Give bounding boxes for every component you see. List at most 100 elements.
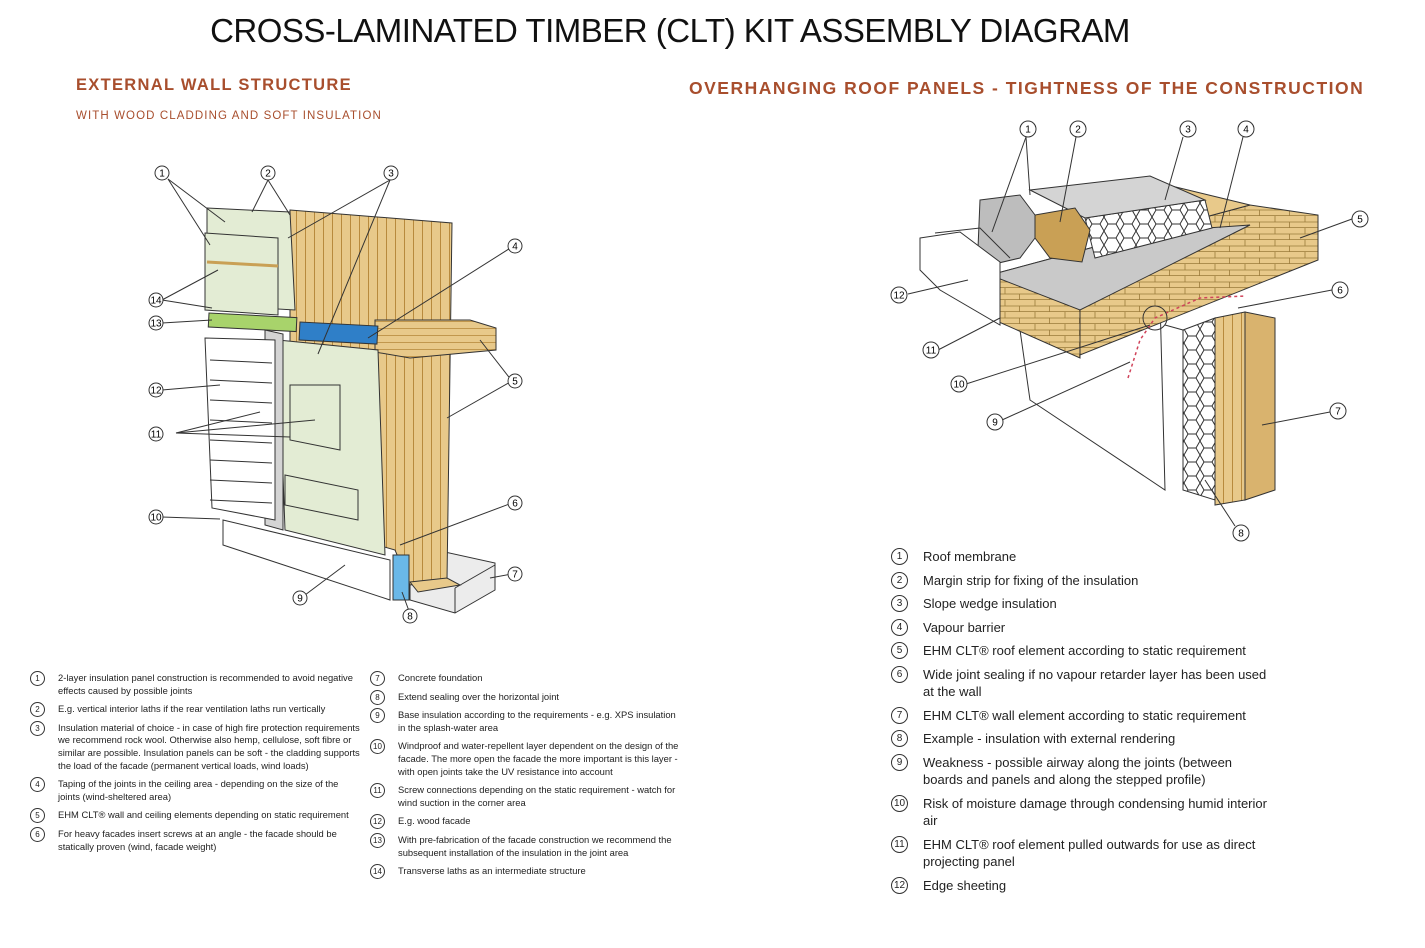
legend-num: 4	[30, 777, 45, 793]
callout-left-11: 11	[148, 426, 164, 442]
joint-seal	[392, 554, 410, 601]
legend-num: 1	[30, 671, 45, 686]
callout-left-7: 7	[507, 566, 523, 582]
legend-num: 8	[891, 730, 908, 747]
right-section-heading: OVERHANGING ROOF PANELS - TIGHTNESS OF T…	[689, 78, 1365, 98]
right-legend-item-3: 3 Slope wedge insulation	[890, 595, 1275, 613]
legend-text: Concrete foundation	[398, 672, 483, 683]
page-title: CROSS-LAMINATED TIMBER (CLT) KIT ASSEMBL…	[210, 12, 1130, 49]
legend-text: Insulation material of choice - in case …	[58, 721, 360, 771]
legend-num: 5	[30, 808, 45, 824]
legend-text: EHM CLT® roof element according to stati…	[923, 643, 1246, 658]
legend-num: 12	[370, 814, 385, 830]
callout-right-6: 6	[1331, 281, 1349, 299]
svg-text:7: 7	[1335, 407, 1341, 418]
legend-text: For heavy facades insert screws at an an…	[58, 827, 337, 852]
left-section-subheading: WITH WOOD CLADDING AND SOFT INSULATION	[76, 110, 382, 122]
svg-text:13: 13	[150, 319, 162, 330]
svg-text:2: 2	[265, 169, 271, 180]
legend-num: 10	[891, 794, 908, 812]
legend-item-5: 5 EHM CLT® wall and ceiling elements depe…	[30, 808, 360, 824]
svg-text:11: 11	[926, 346, 937, 357]
svg-text:6: 6	[1337, 286, 1343, 297]
svg-text:2: 2	[1075, 125, 1081, 136]
legend-num: 13	[370, 832, 385, 848]
svg-text:12: 12	[893, 291, 905, 302]
callout-left-1: 1	[154, 165, 170, 181]
callout-left-8: 8	[402, 608, 418, 624]
legend-num: 9	[891, 753, 908, 771]
right-legend-item-8: 8 Example - insulation with external rend…	[890, 730, 1275, 748]
callout-right-2: 2	[1069, 120, 1087, 138]
legend-num: 6	[30, 826, 45, 842]
detail-circle	[1142, 305, 1168, 331]
legend-num: 11	[370, 783, 385, 799]
legend-num: 2	[891, 571, 908, 589]
svg-text:5: 5	[512, 377, 518, 388]
legend-text: E.g. wood facade	[398, 815, 471, 827]
svg-text:6: 6	[512, 499, 518, 510]
callout-right-10: 10	[950, 375, 968, 393]
callout-left-4: 4	[507, 238, 523, 254]
legend-text: E.g. vertical interior laths if the rear…	[58, 703, 326, 715]
legend-text: EHM CLT® roof element pulled outwards fo…	[923, 836, 1256, 870]
left-callouts: 1 2 3 4 5 6 7 8 9 10 11 12 13 14	[148, 165, 523, 624]
legend-text: Margin strip for fixing of the insulatio…	[923, 572, 1139, 588]
callout-right-7: 7	[1329, 402, 1347, 420]
svg-text:4: 4	[1243, 125, 1249, 136]
legend-text: EHM CLT® wall and ceiling elements depen…	[58, 809, 349, 821]
callout-right-8: 8	[1232, 524, 1250, 542]
transverse-lath	[207, 312, 298, 333]
svg-text:7: 7	[512, 570, 518, 581]
callout-left-13: 13	[148, 315, 164, 331]
legend-num: 3	[891, 595, 908, 612]
legend-text: Example - insulation with external rende…	[923, 731, 1176, 746]
legend-text: Weakness - possible airway along the joi…	[923, 754, 1233, 788]
legend-num: 12	[891, 876, 908, 894]
right-legend-item-1: 1 Roof membrane	[890, 548, 1275, 566]
svg-text:1: 1	[1025, 125, 1031, 136]
callout-left-6: 6	[507, 495, 523, 511]
legend-item-6: 6 For heavy facades insert screws at an a…	[30, 826, 360, 853]
callout-left-14: 14	[148, 292, 164, 308]
legend-item-12: 12 E.g. wood facade	[370, 814, 680, 830]
legend-num: 5	[891, 642, 908, 659]
roof-membrane-top	[1028, 175, 1207, 219]
svg-text:9: 9	[992, 418, 998, 429]
callout-right-5: 5	[1351, 210, 1369, 228]
legend-num: 2	[30, 702, 45, 718]
callout-left-2: 2	[260, 165, 276, 181]
joint-tape	[298, 321, 379, 345]
legend-text: Roof membrane	[923, 549, 1017, 564]
legend-text: Windproof and water-repellent layer depe…	[398, 740, 679, 777]
legend-num: 1	[891, 548, 908, 565]
svg-text:3: 3	[388, 169, 394, 180]
edge-sheeting	[919, 231, 1001, 326]
legend-text: Wide joint sealing if no vapour retarder…	[923, 666, 1267, 700]
insulation-panels	[204, 207, 386, 556]
legend-text: Base insulation according to the require…	[398, 709, 676, 733]
legend-text: Slope wedge insulation	[923, 596, 1057, 611]
svg-text:8: 8	[1238, 529, 1244, 540]
svg-text:14: 14	[150, 296, 162, 307]
legend-item-2: 2 E.g. vertical interior laths if the rea…	[30, 702, 360, 718]
legend-text: With pre-fabrication of the facade const…	[398, 833, 672, 858]
svg-text:8: 8	[407, 612, 413, 623]
callout-left-5: 5	[507, 373, 523, 389]
legend-item-9: 9 Base insulation according to the requir…	[370, 708, 680, 734]
weakness-airway-line	[1127, 295, 1246, 379]
legend-num: 9	[370, 708, 385, 724]
callout-right-1: 1	[1019, 120, 1037, 138]
